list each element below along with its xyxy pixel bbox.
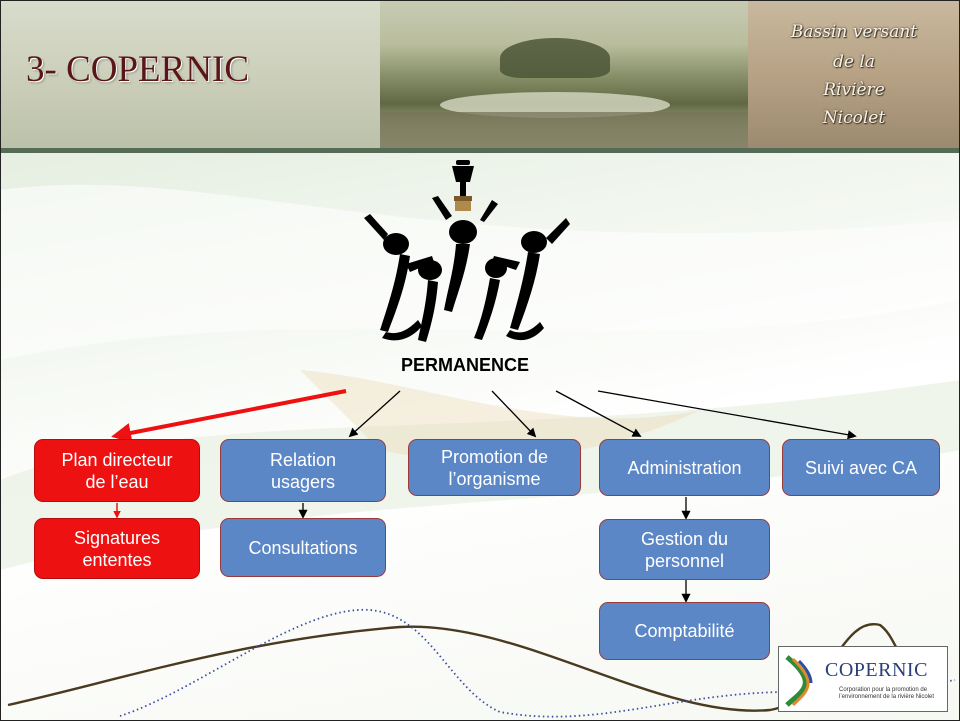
edge-permanence-plan [111,389,347,443]
node-consultations: Consultations [220,518,386,577]
node-signatures-ententes: Signatures ententes [34,518,200,579]
header-banner: 3- COPERNIC Bassin versant de la Rivière… [0,0,960,148]
node-relation-usagers: Relation usagers [220,439,386,502]
caption-line-2: de la [833,52,875,72]
root-node-permanence: PERMANENCE [400,355,529,375]
edge-permanence-suivi [597,390,857,440]
edge-permanence-relation [348,390,401,438]
caption-line-1: Bassin versant [790,22,918,42]
logo-subtitle: Corporation pour la promotion de l’envir… [839,687,935,700]
node-administration: Administration [599,439,770,496]
decorative-solid-curve [7,623,941,712]
caption-line-3: Rivière [823,80,885,100]
header-divider [0,148,960,153]
node-plan-directeur: Plan directeur de l’eau [34,439,200,502]
copernic-logo: COPERNIC Corporation pour la promotion d… [778,646,948,712]
logo-name: COPERNIC [825,659,928,681]
node-comptabilite: Comptabilité [599,602,770,660]
landscape-photo [380,0,748,148]
caption-line-4: Nicolet [822,108,886,128]
slide-title: 3- COPERNIC [26,49,250,90]
photo-grass-shape [380,112,748,148]
edge-permanence-administration [555,390,642,437]
copernic-logo-icon [785,655,813,707]
node-promotion-organisme: Promotion de l’organisme [408,439,581,496]
photo-tree-shape [500,38,610,78]
node-gestion-personnel: Gestion du personnel [599,519,770,580]
watershed-caption: Bassin versant de la Rivière Nicolet [748,0,960,148]
node-suivi-ca: Suivi avec CA [782,439,940,496]
edge-permanence-promotion [491,390,537,438]
people-holding-trophy-illustration [364,160,570,342]
